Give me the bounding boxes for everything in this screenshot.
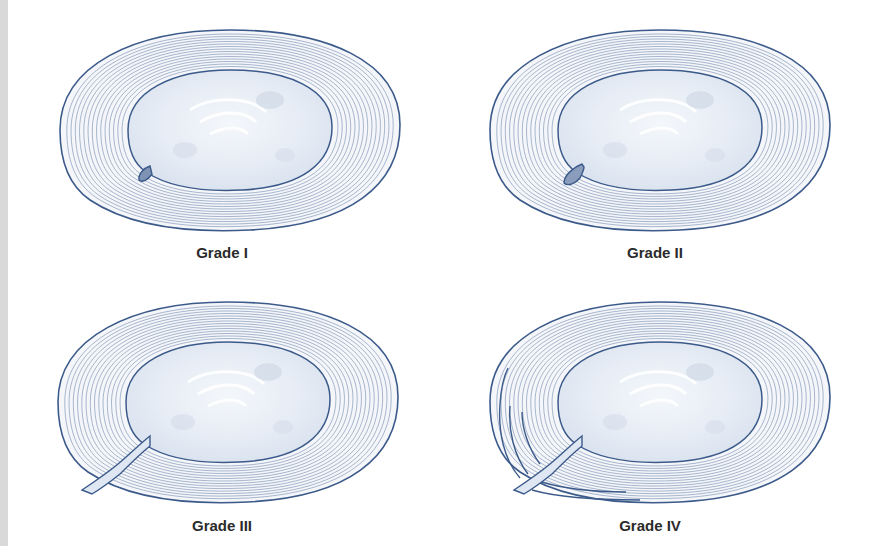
disc-stroke [120, 339, 336, 466]
disc-stroke [118, 64, 342, 196]
disc-stroke [501, 309, 819, 497]
disc-stroke [101, 54, 359, 207]
annulus-outline [60, 30, 400, 231]
grade-label: Grade I [196, 244, 248, 262]
disc-stroke [122, 67, 338, 194]
disc-stroke [686, 363, 714, 381]
nucleus-pulposus [558, 70, 762, 190]
disc-stroke [527, 52, 794, 210]
disc-stroke [544, 62, 777, 199]
disc [490, 30, 830, 231]
radial-fissure [514, 436, 582, 494]
disc-stroke [497, 34, 823, 227]
disc-stroke [112, 334, 345, 471]
disc-stroke [73, 311, 382, 494]
circumferential-tear [522, 412, 540, 464]
annular-tear [139, 166, 152, 181]
disc-stroke [188, 372, 264, 406]
disc-stroke [544, 334, 777, 471]
annulus-outline [58, 302, 398, 503]
disc-stroke [173, 142, 197, 158]
disc-stroke [92, 49, 367, 212]
nucleus-pulposus [126, 342, 330, 462]
disc [490, 302, 830, 503]
disc-stroke [273, 420, 293, 434]
grade-label: Grade II [627, 244, 683, 262]
disc-stroke [522, 49, 797, 212]
annulus-outline [490, 30, 830, 231]
disc-stroke [190, 100, 266, 134]
disc-stroke [71, 36, 389, 224]
circumferential-tear [542, 482, 626, 492]
disc-stroke [109, 59, 350, 201]
disc-stroke [531, 54, 789, 207]
disc-stroke [620, 100, 696, 134]
disc-stroke [505, 39, 814, 222]
annulus-outline [490, 302, 830, 503]
disc-stroke [705, 148, 725, 162]
disc-stroke [75, 39, 384, 222]
disc-stroke [510, 42, 811, 220]
disc-stroke [497, 306, 823, 499]
disc-stroke [505, 311, 814, 494]
grade-label: Grade III [192, 517, 252, 535]
disc-stroke [275, 148, 295, 162]
disc-stroke [603, 142, 627, 158]
disc-stroke [254, 363, 282, 381]
disc-stroke [539, 59, 780, 201]
circumferential-tear [510, 406, 528, 474]
disc-stroke [552, 339, 768, 466]
disc-stroke [548, 64, 772, 196]
disc-stroke [256, 91, 284, 109]
disc [58, 302, 398, 503]
annular-tear [564, 164, 584, 185]
disc-stroke [620, 372, 696, 406]
disc-stroke [518, 47, 802, 215]
disc-stroke [514, 44, 806, 217]
radial-fissure [82, 436, 150, 494]
disc [60, 30, 400, 231]
disc-stroke [65, 306, 391, 499]
grade-label: Grade IV [619, 517, 681, 535]
disc-stroke [548, 336, 772, 468]
disc-stroke [88, 47, 372, 215]
disc-stroke [686, 91, 714, 109]
nucleus-pulposus [558, 342, 762, 462]
disc-stroke [97, 52, 364, 210]
disc-stroke [114, 62, 347, 199]
disc-stroke [67, 34, 393, 227]
disc-stroke [84, 44, 376, 217]
panel [8, 0, 896, 546]
disc-stroke [535, 57, 785, 205]
disc-stroke [705, 420, 725, 434]
disc-stroke [80, 42, 381, 220]
nucleus-pulposus [128, 70, 332, 190]
disc-stroke [552, 67, 768, 194]
disc-stroke [116, 336, 340, 468]
disc-stroke [105, 57, 355, 205]
disc-stroke [69, 309, 387, 497]
disc-stroke [603, 414, 627, 430]
disc-stroke [501, 36, 819, 224]
disc-stroke [171, 414, 195, 430]
